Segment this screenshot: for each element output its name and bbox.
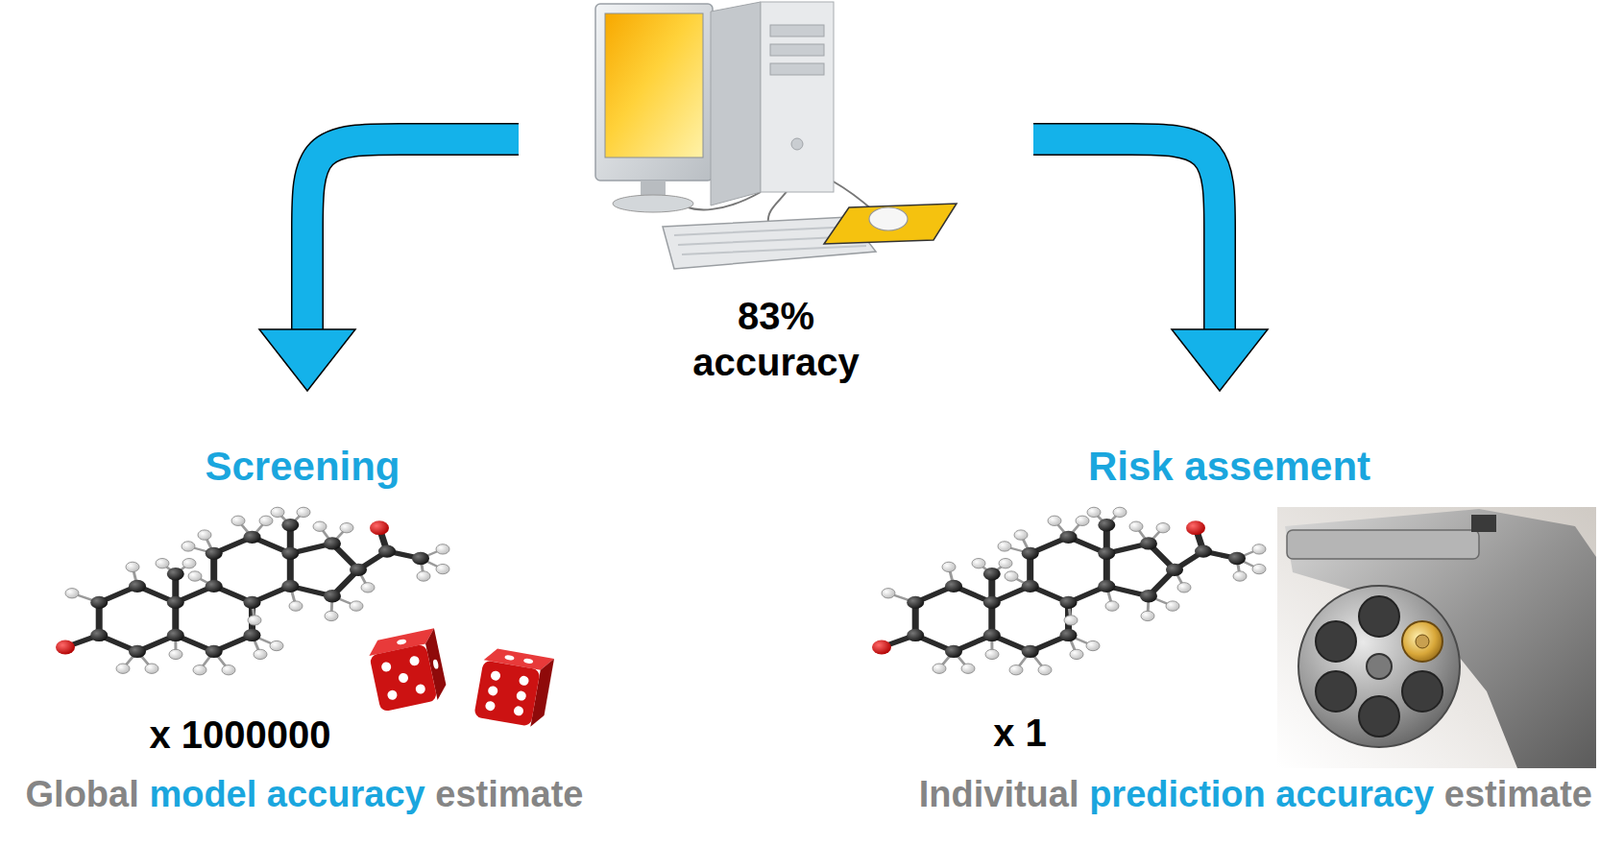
arrow-head bbox=[259, 329, 356, 391]
caption-highlight: prediction accuracy bbox=[1089, 774, 1434, 816]
circle-shape bbox=[518, 675, 531, 687]
arrow-outline bbox=[307, 139, 519, 330]
rect-shape bbox=[770, 63, 825, 75]
circle-shape bbox=[380, 661, 392, 674]
circle-shape bbox=[1315, 621, 1357, 662]
arrow-shaft bbox=[307, 139, 519, 330]
circle-shape bbox=[791, 138, 803, 150]
panel-heading: Screening bbox=[204, 443, 400, 490]
panel-heading: Risk assement bbox=[1088, 443, 1371, 490]
screening-panel: Screening x 1000000 bbox=[38, 398, 577, 763]
rect-shape bbox=[473, 659, 541, 728]
rect-shape bbox=[760, 1, 834, 193]
circle-shape bbox=[484, 700, 497, 712]
caption-line: Indivitualprediction accuracyestimate bbox=[919, 774, 1593, 816]
g-shape bbox=[484, 653, 534, 718]
arrow-outline bbox=[1033, 139, 1220, 330]
molecule-risk bbox=[872, 507, 1266, 676]
circle-shape bbox=[486, 685, 499, 698]
dice-symbol bbox=[366, 628, 450, 712]
circle-shape bbox=[1358, 696, 1400, 737]
dice-symbol bbox=[473, 646, 555, 728]
computer-illustration bbox=[595, 1, 957, 269]
polygon-shape bbox=[824, 203, 957, 244]
revolver-picture bbox=[1277, 507, 1597, 769]
circle-shape bbox=[489, 670, 502, 682]
polygon-shape bbox=[710, 1, 761, 206]
model-computer: 83% accuracy bbox=[518, 0, 1034, 394]
risk-panel: Risk assement x 1 bbox=[864, 398, 1576, 761]
ellipse-shape bbox=[523, 657, 534, 665]
caption-highlight: model accuracy bbox=[148, 774, 425, 816]
circle-shape bbox=[397, 672, 410, 684]
circle-shape bbox=[387, 689, 399, 702]
g-shape bbox=[376, 632, 444, 701]
molecule-screening bbox=[55, 507, 450, 676]
circle-shape bbox=[1315, 671, 1357, 712]
ellipse-shape bbox=[396, 638, 408, 646]
circle-shape bbox=[1358, 596, 1400, 637]
ellipse-shape bbox=[504, 654, 515, 662]
caption-text: estimate bbox=[435, 774, 583, 816]
caption-text: Global bbox=[25, 774, 140, 816]
circle-shape bbox=[1366, 654, 1392, 679]
count-label: x 1 bbox=[993, 711, 1047, 755]
count-label: x 1000000 bbox=[148, 713, 331, 757]
ellipse-shape bbox=[612, 194, 694, 213]
rect-shape bbox=[770, 44, 825, 56]
circle-shape bbox=[515, 690, 528, 703]
rect-shape bbox=[1277, 507, 1597, 769]
circle-shape bbox=[1402, 621, 1443, 662]
rect-shape bbox=[770, 24, 825, 37]
rect-shape bbox=[1471, 514, 1497, 533]
rect-shape bbox=[1286, 530, 1479, 559]
ellipse-shape bbox=[869, 207, 908, 231]
rect-shape bbox=[368, 643, 437, 712]
arrow-head bbox=[1171, 329, 1268, 391]
rect-shape bbox=[605, 13, 704, 158]
circle-shape bbox=[1298, 585, 1460, 748]
circle-shape bbox=[414, 683, 427, 696]
caption-line: Globalmodel accuracyestimate bbox=[25, 774, 584, 816]
arrow-shaft bbox=[1033, 139, 1220, 330]
rect-shape bbox=[595, 3, 713, 181]
circle-shape bbox=[512, 705, 525, 718]
caption-text: Indivitual bbox=[919, 774, 1080, 816]
caption-text: estimate bbox=[1444, 774, 1593, 816]
curved-arrow bbox=[259, 139, 519, 391]
circle-shape bbox=[1415, 634, 1430, 649]
ellipse-shape bbox=[432, 658, 439, 670]
polygon-shape bbox=[1284, 509, 1597, 769]
path-shape bbox=[768, 190, 788, 223]
curved-arrow bbox=[1033, 139, 1268, 391]
accuracy-value: 83% accuracy bbox=[684, 292, 868, 386]
circle-shape bbox=[1402, 671, 1443, 712]
circle-shape bbox=[409, 654, 421, 667]
g-shape bbox=[1315, 596, 1443, 737]
